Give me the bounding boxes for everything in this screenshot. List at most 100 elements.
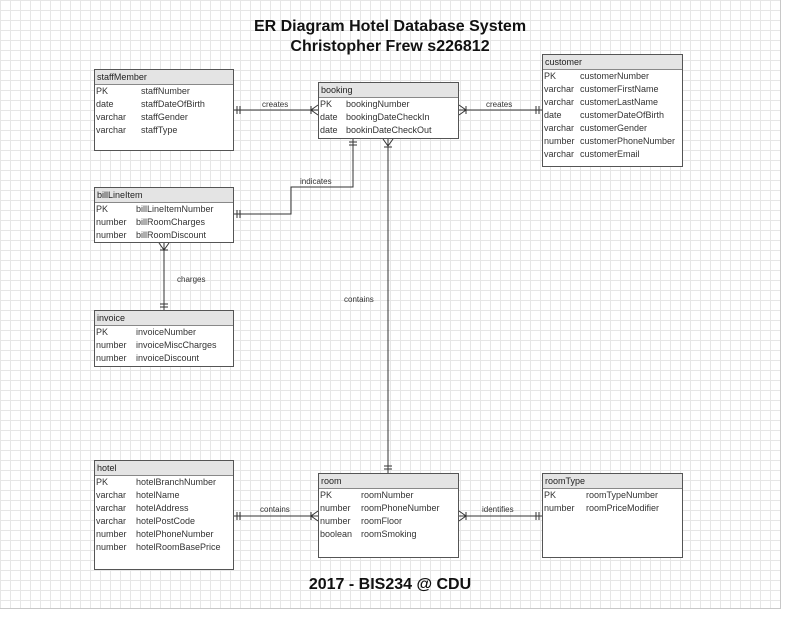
entity-row: PK billLineItemNumber: [95, 203, 233, 216]
field-type: varchar: [96, 503, 127, 513]
entity-billlineitem[interactable]: billLineItem PK billLineItemNumber number…: [94, 187, 234, 243]
field-type: varchar: [544, 123, 575, 133]
field-type: PK: [96, 86, 109, 96]
field-name: customerNumber: [580, 71, 650, 81]
entity-row: varchar hotelAddress: [95, 502, 233, 515]
diagram-subtitle: Christopher Frew s226812: [290, 38, 490, 55]
entity-row: number invoiceDiscount: [95, 352, 233, 365]
field-name: roomPriceModifier: [586, 503, 660, 513]
entity-header: invoice: [95, 311, 233, 326]
field-name: staffGender: [141, 112, 188, 122]
field-name: customerEmail: [580, 149, 640, 159]
field-type: date: [96, 99, 114, 109]
field-type: number: [544, 136, 575, 146]
entity-header: roomType: [543, 474, 682, 489]
entity-row: number invoiceMiscCharges: [95, 339, 233, 352]
entity-invoice[interactable]: invoice PK invoiceNumber number invoiceMis…: [94, 310, 234, 367]
field-name: staffNumber: [141, 86, 190, 96]
rel-staff-booking-line: [234, 104, 319, 116]
rel-label-booking-customer: creates: [486, 100, 512, 109]
field-name: hotelPostCode: [136, 516, 196, 526]
entity-row: date bookingDateCheckIn: [319, 111, 458, 124]
field-type: number: [96, 529, 127, 539]
rel-booking-customer-line: [458, 104, 542, 116]
entity-header: booking: [319, 83, 458, 98]
rel-hotel-room-line: [234, 510, 319, 522]
field-type: number: [96, 353, 127, 363]
entity-row: varchar customerGender: [543, 122, 682, 135]
field-type: varchar: [544, 84, 575, 94]
field-name: invoiceDiscount: [136, 353, 200, 363]
field-type: date: [544, 110, 562, 120]
relationship-lines: creates creates indicates charges contai…: [158, 100, 542, 522]
field-type: number: [96, 230, 127, 240]
field-name: hotelPhoneNumber: [136, 529, 214, 539]
field-name: billRoomDiscount: [136, 230, 207, 240]
diagram-title: ER Diagram Hotel Database System: [253, 18, 527, 35]
rel-label-bill-invoice: charges: [177, 275, 205, 284]
entity-row: varchar customerFirstName: [543, 83, 682, 96]
rel-label-booking-bill: indicates: [300, 177, 332, 186]
entity-row: PK staffNumber: [95, 85, 233, 98]
entity-row: boolean roomSmoking: [319, 528, 458, 541]
field-name: hotelName: [136, 490, 180, 500]
entity-row: number roomFloor: [319, 515, 458, 528]
entity-row: number billRoomDiscount: [95, 229, 233, 242]
field-name: customerDateOfBirth: [580, 110, 665, 120]
field-type: PK: [96, 204, 109, 214]
field-type: date: [320, 112, 338, 122]
field-name: billRoomCharges: [136, 217, 206, 227]
entity-header: billLineItem: [95, 188, 233, 203]
field-type: number: [320, 503, 351, 513]
rel-booking-room-line: [382, 138, 394, 473]
entity-row: number hotelPhoneNumber: [95, 528, 233, 541]
field-name: customerGender: [580, 123, 648, 133]
field-type: number: [96, 340, 127, 350]
field-name: customerFirstName: [580, 84, 659, 94]
field-name: invoiceNumber: [136, 327, 197, 337]
field-name: roomTypeNumber: [586, 490, 659, 500]
field-type: number: [320, 516, 351, 526]
field-type: PK: [320, 490, 333, 500]
field-type: number: [96, 542, 127, 552]
rel-label-booking-room: contains: [344, 295, 374, 304]
field-name: bookingDateCheckIn: [346, 112, 430, 122]
entity-row: date customerDateOfBirth: [543, 109, 682, 122]
field-name: customerPhoneNumber: [580, 136, 676, 146]
field-name: roomPhoneNumber: [361, 503, 440, 513]
rel-label-staff-booking: creates: [262, 100, 288, 109]
entity-header: staffMember: [95, 70, 233, 85]
entity-header: hotel: [95, 461, 233, 476]
entity-row: varchar staffGender: [95, 111, 233, 124]
field-type: number: [96, 217, 127, 227]
field-type: PK: [96, 477, 109, 487]
field-name: roomFloor: [361, 516, 403, 526]
field-name: bookinDateCheckOut: [346, 125, 432, 135]
diagram-canvas: ER Diagram Hotel Database System Christo…: [0, 0, 781, 609]
field-name: roomSmoking: [361, 529, 417, 539]
entity-row: number roomPhoneNumber: [319, 502, 458, 515]
field-type: boolean: [320, 529, 353, 539]
field-name: invoiceMiscCharges: [136, 340, 217, 350]
field-type: varchar: [96, 112, 127, 122]
field-type: PK: [96, 327, 109, 337]
field-name: bookingNumber: [346, 99, 410, 109]
field-name: hotelAddress: [136, 503, 189, 513]
field-type: number: [544, 503, 575, 513]
field-name: billLineItemNumber: [136, 204, 214, 214]
